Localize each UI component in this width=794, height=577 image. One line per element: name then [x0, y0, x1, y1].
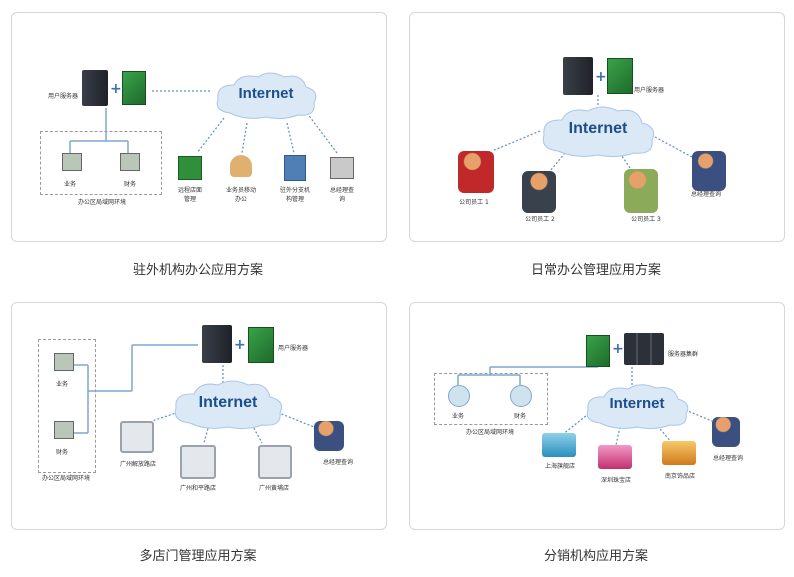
cloud-icon: Internet: [538, 105, 658, 159]
person-computer-icon: [522, 171, 556, 213]
dept-finance-label: 财务: [123, 181, 137, 188]
store-2-label: 广州和平路店: [179, 485, 217, 492]
person-computer-icon: [510, 385, 532, 407]
plus-icon: +: [612, 341, 624, 357]
lan-box: [40, 131, 162, 195]
user-server-label: 用户服务器: [634, 87, 665, 94]
person-computer-icon: [330, 157, 354, 179]
server-group-label: 服务器集群: [668, 351, 699, 358]
branch-1-label: 上海旗舰店: [544, 463, 576, 470]
person-computer-icon: [54, 353, 74, 371]
manager-query-label: 总经理查询: [712, 455, 744, 462]
cloud-label: Internet: [198, 394, 258, 411]
monitor-icon: [258, 445, 292, 479]
mobile-office-label: 业务员移动办公: [226, 187, 257, 203]
panel-overseas-office: + 用户服务器 Internet 业务 财务 办公区局域网环境 远程店面管理 业…: [11, 12, 387, 242]
manager-query-label: 总经理查询: [690, 191, 722, 198]
staff-3-label: 公司员工 3: [631, 216, 661, 223]
person-computer-icon: [120, 153, 140, 171]
storefront-icon: [178, 156, 202, 180]
server-icon: [563, 57, 593, 95]
building-icon: [284, 155, 306, 181]
dept-finance-label: 财务: [513, 413, 527, 420]
person-computer-icon: [712, 417, 740, 447]
panel-daily-office: + 用户服务器 Internet 公司员工 1 公司员工 2 公司员工 3 总经…: [409, 12, 785, 242]
cloud-icon: Internet: [582, 383, 692, 431]
dept-business-label: 业务: [55, 381, 69, 388]
panel-distribution-caption: 分销机构应用方案: [543, 549, 648, 564]
branch-2-label: 深圳珠宝店: [600, 477, 632, 484]
panel-daily-office-diagram: [491, 95, 693, 172]
person-computer-icon: [62, 153, 82, 171]
software-box-icon: [248, 327, 274, 363]
monitor-icon: [120, 421, 154, 453]
mobile-user-icon: [230, 155, 252, 177]
cloud-icon: Internet: [212, 71, 320, 121]
store-3-label: 广州黄埔店: [258, 485, 290, 492]
store-1-label: 广州解放路店: [119, 461, 157, 468]
branch-3-label: 南京饰品店: [664, 473, 696, 480]
remote-store-label: 远程店面管理: [178, 187, 203, 203]
panel-daily-office-caption: 日常办公管理应用方案: [530, 263, 661, 278]
user-server-label: 用户服务器: [278, 345, 309, 352]
panel-overseas-office-caption: 驻外机构办公应用方案: [132, 263, 263, 278]
manager-query-label: 总经理查询: [330, 187, 355, 203]
lan-label: 办公区局域网环境: [41, 475, 91, 482]
plus-icon: +: [110, 81, 122, 97]
cloud-label: Internet: [609, 395, 665, 412]
staff-2-label: 公司员工 2: [525, 216, 555, 223]
dept-business-label: 业务: [451, 413, 465, 420]
panel-multi-store: 业务 财务 办公区局域网环境 + 用户服务器 Internet 广州解放路店 广…: [11, 302, 387, 530]
dept-finance-label: 财务: [55, 449, 69, 456]
server-icon: [82, 70, 108, 106]
software-box-icon: [586, 335, 610, 367]
monitor-icon: [180, 445, 216, 479]
server-icon: [202, 325, 232, 363]
person-computer-icon: [624, 169, 658, 213]
cloud-label: Internet: [568, 120, 628, 137]
lan-label: 办公区局域网环境: [465, 429, 515, 436]
cloud-icon: Internet: [170, 379, 286, 431]
staff-1-label: 公司员工 1: [459, 199, 489, 206]
lan-box: [38, 339, 96, 473]
lan-box: [434, 373, 548, 425]
user-server-label: 用户服务器: [48, 93, 79, 100]
storefront-icon: [598, 445, 632, 469]
manager-query-label: 总经理查询: [322, 459, 354, 466]
branch-manage-label: 驻外分支机构管理: [280, 187, 311, 203]
server-icon: [624, 333, 664, 365]
panel-overseas-office-diagram: [69, 90, 338, 154]
cloud-label: Internet: [238, 85, 294, 102]
person-computer-icon: [54, 421, 74, 439]
software-box-icon: [607, 58, 633, 94]
person-computer-icon: [458, 151, 494, 193]
storefront-icon: [662, 441, 696, 465]
panel-distribution: + 服务器集群 业务 财务 办公区局域网环境 Internet 上海旗舰店 深圳…: [409, 302, 785, 530]
plus-icon: +: [234, 337, 246, 353]
storefront-icon: [542, 433, 576, 457]
dept-business-label: 业务: [63, 181, 77, 188]
person-computer-icon: [448, 385, 470, 407]
plus-icon: +: [595, 69, 607, 85]
lan-label: 办公区局域网环境: [77, 199, 127, 206]
software-box-icon: [122, 71, 146, 105]
person-computer-icon: [314, 421, 344, 451]
person-computer-icon: [692, 151, 726, 191]
panel-multi-store-caption: 多店门管理应用方案: [139, 549, 257, 564]
